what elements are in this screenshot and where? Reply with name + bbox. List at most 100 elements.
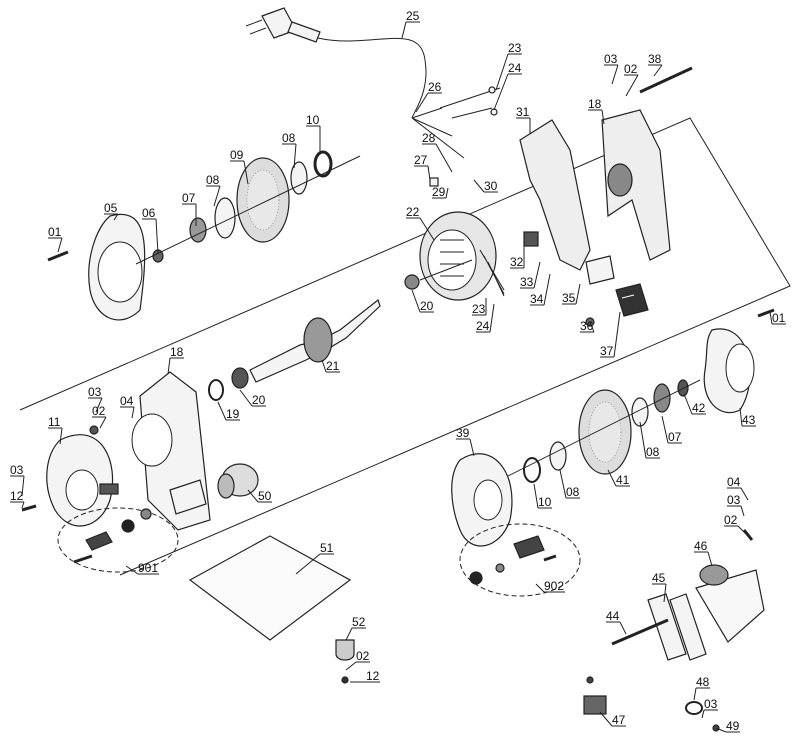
- callout-leader: [167, 357, 171, 375]
- callout-label: 34: [530, 292, 544, 306]
- callout-32: 32: [510, 246, 525, 269]
- callout-45: 45: [652, 571, 667, 603]
- callout-08: 08: [639, 421, 660, 459]
- callout-leader: [769, 311, 773, 325]
- callout-label: 08: [566, 485, 580, 499]
- callout-label: 49: [726, 719, 740, 733]
- right-wheel-guard: [639, 66, 775, 414]
- callout-28: 28: [422, 131, 453, 173]
- callout-08: 08: [206, 173, 221, 207]
- callout-label: 26: [428, 80, 442, 94]
- callout-label: 47: [612, 713, 626, 727]
- callout-label: 12: [10, 489, 24, 503]
- callout-label: 43: [742, 413, 756, 427]
- callout-902: 902: [535, 579, 565, 593]
- callout-06: 06: [142, 206, 159, 255]
- right-side-cover: [451, 453, 513, 547]
- callout-label: 03: [10, 463, 24, 477]
- callout-leader: [293, 143, 297, 169]
- callout-leader: [661, 415, 669, 444]
- callout-label: 12: [366, 669, 380, 683]
- callout-label: 44: [606, 609, 620, 623]
- capacitor: [217, 463, 259, 499]
- callout-12: 12: [350, 669, 380, 683]
- callout-36: 36: [580, 319, 595, 333]
- assembly-frame: [19, 117, 791, 576]
- callout-leader: [715, 727, 727, 733]
- callout-label: 42: [692, 401, 706, 415]
- callout-10: 10: [306, 113, 321, 152]
- callout-43: 43: [739, 407, 756, 427]
- on-off-switch: [585, 283, 649, 327]
- callout-03: 03: [727, 493, 745, 517]
- callout-leader: [599, 711, 613, 727]
- callout-label: 37: [600, 344, 614, 358]
- callout-18: 18: [588, 97, 605, 125]
- callout-leader: [99, 416, 107, 429]
- callout-leader: [639, 421, 647, 459]
- callout-label: 08: [646, 445, 660, 459]
- callout-leader: [701, 709, 705, 719]
- callout-02: 02: [345, 649, 370, 671]
- callout-label: 02: [724, 513, 738, 527]
- callout-label: 03: [88, 385, 102, 399]
- right-base-housing: [601, 109, 671, 261]
- callout-50: 50: [247, 489, 272, 503]
- callout-label: 01: [772, 311, 786, 325]
- callout-label: 51: [320, 541, 334, 555]
- callout-22: 22: [406, 205, 435, 241]
- motor-housing: [404, 177, 505, 301]
- callout-leader: [607, 469, 617, 487]
- callout-leader: [213, 185, 221, 207]
- callout-leader: [131, 406, 135, 419]
- callout-label: 02: [624, 62, 638, 76]
- callout-leader: [740, 505, 745, 517]
- callout-label: 08: [282, 131, 296, 145]
- callout-leader: [737, 525, 749, 537]
- callout-label: 45: [652, 571, 666, 585]
- callout-leader: [125, 565, 139, 575]
- callout-leader: [535, 583, 545, 593]
- callout-leader: [683, 393, 693, 415]
- callout-label: 10: [538, 495, 552, 509]
- callout-label: 41: [616, 473, 630, 487]
- callout-label: 23: [472, 302, 486, 316]
- callout-label: 10: [306, 113, 320, 127]
- callout-label: 08: [206, 173, 220, 187]
- callout-leader: [739, 407, 743, 427]
- callout-05: 05: [104, 201, 119, 221]
- callout-31: 31: [516, 105, 531, 134]
- callout-label: 39: [456, 426, 470, 440]
- callout-leader: [427, 165, 431, 181]
- callout-label: 50: [258, 489, 272, 503]
- callout-leader: [543, 273, 551, 306]
- callout-leader: [473, 179, 485, 193]
- callout-901: 901: [125, 561, 159, 575]
- callout-leader: [401, 21, 407, 39]
- callout-25: 25: [401, 9, 420, 39]
- callout-leader: [445, 187, 449, 199]
- callout-38: 38: [648, 52, 663, 77]
- callout-26: 26: [415, 80, 442, 113]
- callout-leader: [663, 583, 667, 603]
- callout-42: 42: [683, 393, 706, 415]
- callout-label: 03: [604, 52, 618, 66]
- callout-leader: [625, 74, 639, 97]
- callout-label: 01: [48, 225, 62, 239]
- callout-35: 35: [562, 283, 581, 305]
- accessory-group-902: [459, 523, 581, 597]
- callout-label: 28: [422, 131, 436, 145]
- callout-leader: [21, 501, 25, 509]
- callout-label: 18: [588, 97, 602, 111]
- callout-29: 29: [432, 185, 449, 199]
- callout-leader: [321, 359, 327, 373]
- callout-48: 48: [693, 675, 710, 701]
- callout-37: 37: [600, 311, 621, 358]
- callout-label: 23: [508, 41, 522, 55]
- callout-leader: [575, 283, 581, 305]
- callout-30: 30: [473, 179, 498, 193]
- callout-41: 41: [607, 469, 630, 487]
- callout-leader: [419, 217, 435, 241]
- callout-21: 21: [321, 359, 340, 373]
